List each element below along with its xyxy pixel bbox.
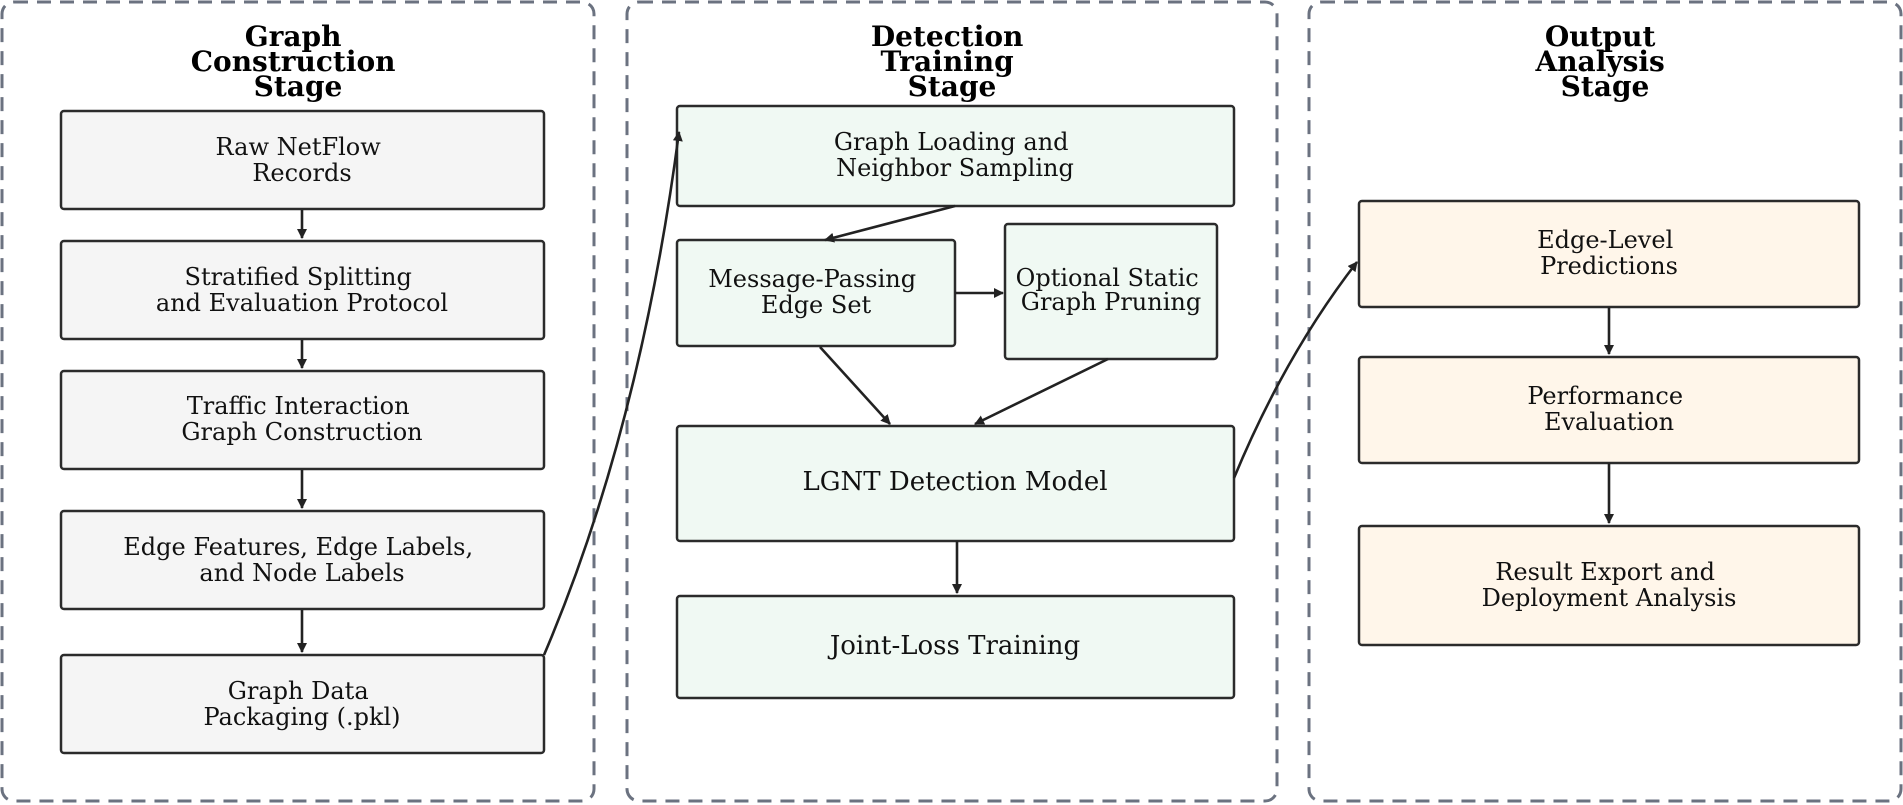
stage-graph-construction: Graph Construction Stage: [0, 0, 596, 803]
node-label: Performance Evaluation: [1527, 382, 1690, 436]
node-label: Graph Data Packaging (.pkl): [203, 677, 400, 731]
node-raw-netflow-records: Raw NetFlow Records: [59, 109, 546, 211]
node-graph-loading: Graph Loading and Neighbor Sampling: [675, 104, 1236, 208]
node-box: [59, 239, 546, 341]
node-label: Graph Loading and Neighbor Sampling: [834, 128, 1076, 182]
node-static-graph-pruning: Optional Static Graph Pruning: [1003, 222, 1219, 361]
node-box: [59, 109, 546, 211]
node-label: Edge-Level Predictions: [1537, 226, 1681, 280]
node-lgnt-detection-model: LGNT Detection Model: [675, 424, 1236, 543]
node-edge-features-labels: Edge Features, Edge Labels, and Node Lab…: [59, 509, 546, 611]
stage-frame: [1307, 0, 1903, 803]
node-label: Edge Features, Edge Labels, and Node Lab…: [123, 533, 480, 587]
node-box: [675, 424, 1236, 543]
node-box: [59, 369, 546, 471]
node-label: Optional Static Graph Pruning: [1016, 264, 1207, 316]
node-label: Result Export and Deployment Analysis: [1482, 558, 1737, 612]
node-stratified-splitting: Stratified Splitting and Evaluation Prot…: [59, 239, 546, 341]
node-label: Message-Passing Edge Set: [708, 265, 924, 319]
node-graph-data-packaging: Graph Data Packaging (.pkl): [59, 653, 546, 755]
arrow-pruning-to-lgnt: [974, 357, 1109, 426]
stage-frame: [0, 0, 596, 803]
node-traffic-interaction-graph: Traffic Interaction Graph Construction: [59, 369, 546, 471]
arrow-lgnt-to-edge-predictions: [1232, 261, 1359, 479]
stage-frame: [625, 0, 1279, 803]
node-box: [1357, 524, 1861, 647]
stage-detection-training: Detection Training Stage: [625, 0, 1279, 803]
node-joint-loss-training: Joint-Loss Training: [675, 594, 1236, 700]
node-box: [675, 594, 1236, 700]
stage-title: Graph Construction Stage: [191, 20, 406, 103]
stage-output-analysis: Output Analysis Stage: [1307, 0, 1903, 803]
arrow-message-passing-to-lgnt: [819, 346, 891, 425]
node-label: Raw NetFlow Records: [216, 133, 389, 187]
arrow-packaging-to-graph-loading: [542, 131, 683, 656]
node-label: Traffic Interaction Graph Construction: [181, 392, 422, 446]
arrows: [297, 131, 1614, 656]
node-box: [1003, 222, 1219, 361]
stage-title: Detection Training Stage: [871, 20, 1033, 103]
node-result-export: Result Export and Deployment Analysis: [1357, 524, 1861, 647]
node-box: [59, 509, 546, 611]
arrow-graph-loading-to-message-passing: [824, 204, 956, 243]
node-label: Stratified Splitting and Evaluation Prot…: [156, 263, 448, 317]
node-label: LGNT Detection Model: [802, 467, 1107, 497]
node-performance-evaluation: Performance Evaluation: [1357, 355, 1861, 465]
node-message-passing-edge-set: Message-Passing Edge Set: [675, 238, 957, 348]
node-edge-level-predictions: Edge-Level Predictions: [1357, 199, 1861, 309]
node-box: [59, 653, 546, 755]
stage-title: Output Analysis Stage: [1534, 20, 1674, 103]
node-label: Joint-Loss Training: [827, 631, 1080, 661]
